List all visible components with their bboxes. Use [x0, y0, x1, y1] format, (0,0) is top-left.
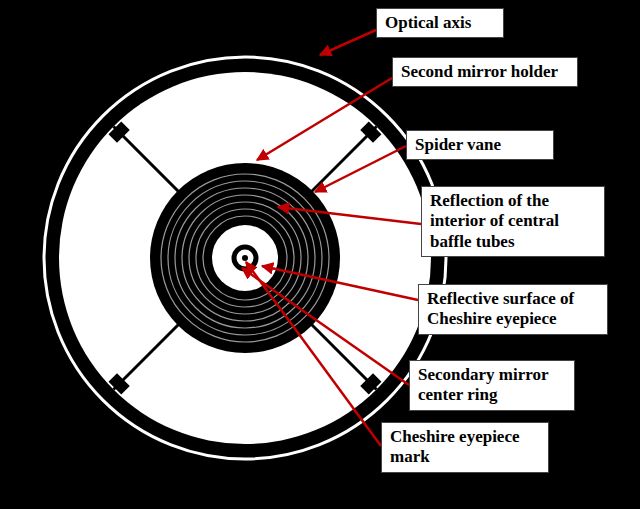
label-text: Reflection of the interior of central ba… — [430, 191, 596, 252]
label-box: Spider vane — [406, 130, 554, 160]
leader-arrow — [257, 78, 392, 160]
baffle-ring — [203, 216, 287, 300]
leader-arrows — [242, 30, 421, 446]
label-box: Cheshire eyepiece mark — [381, 422, 549, 473]
leader-arrow — [278, 207, 421, 224]
baffle-ring — [196, 209, 294, 307]
vane-mount — [109, 373, 130, 394]
label-box: Secondary mirror center ring — [409, 360, 575, 411]
baffle-ring — [161, 174, 329, 342]
baffle-ring — [168, 181, 322, 335]
label-text: Second mirror holder — [401, 62, 569, 82]
baffle-reflection — [161, 174, 329, 342]
label-box: Second mirror holder — [392, 57, 578, 87]
leader-arrow — [315, 146, 406, 192]
label-text: Secondary mirror center ring — [418, 365, 566, 406]
label-box: Reflective surface of Cheshire eyepiece — [418, 284, 608, 335]
leader-arrow — [242, 268, 409, 385]
spider-vanes — [109, 122, 382, 395]
label-text: Optical axis — [385, 13, 495, 33]
leader-arrow — [262, 266, 418, 300]
label-box: Reflection of the interior of central ba… — [421, 186, 605, 257]
label-text: Cheshire eyepiece mark — [390, 427, 540, 468]
label-text: Spider vane — [415, 135, 545, 155]
vane-mount — [360, 122, 381, 143]
optical-axis-ring — [44, 57, 446, 459]
primary-mirror — [59, 72, 431, 444]
cheshire-mark — [242, 255, 248, 261]
label-box: Optical axis — [376, 8, 504, 38]
vane-mount — [360, 373, 381, 394]
leader-arrow — [320, 30, 376, 55]
label-text: Reflective surface of Cheshire eyepiece — [427, 289, 599, 330]
cheshire-reflective-surface — [212, 225, 278, 291]
second-mirror-holder — [150, 163, 340, 353]
vane-mount — [109, 122, 130, 143]
secondary-center-ring — [234, 247, 256, 269]
leader-arrow — [246, 262, 381, 446]
